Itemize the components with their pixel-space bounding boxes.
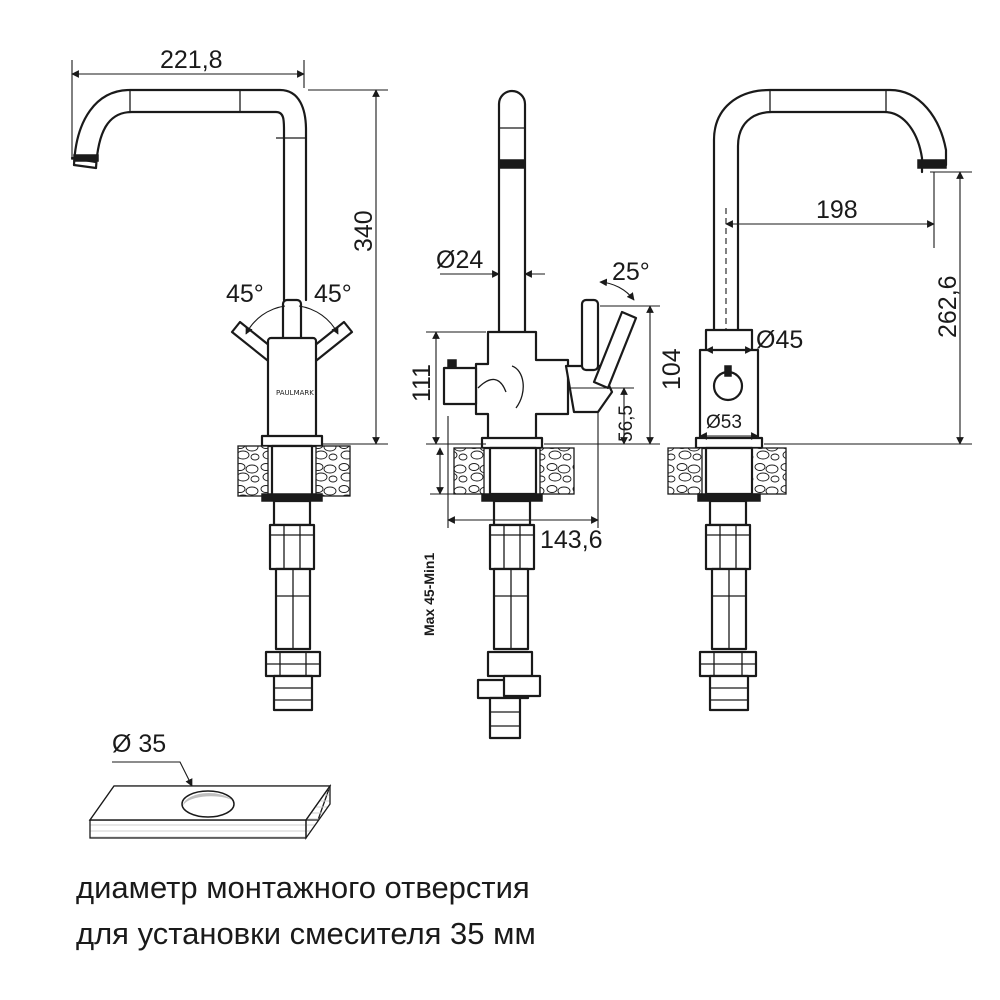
dim-right-handle-angle: 45° <box>314 280 352 308</box>
caption-line-2: для установки смесителя 35 мм <box>76 916 536 951</box>
side-view: Ø24 25° 111 104 56,5 Max 45-Min1 143,6 <box>408 89 686 740</box>
side-handle-tilted <box>592 310 638 390</box>
side-handle-upright <box>580 298 600 372</box>
mounting-hole-illustration: Ø 35 <box>88 730 332 841</box>
front-body <box>266 336 318 440</box>
side-filter-lever <box>442 366 478 406</box>
dim-left-handle-angle: 45° <box>226 280 264 308</box>
brand-logo: PAULMARK <box>276 389 314 397</box>
dim-filter-outlet-height: 56,5 <box>616 405 637 442</box>
countertop-slab-front <box>89 819 307 839</box>
rear-spout <box>712 88 948 332</box>
dim-base-diameter-top: Ø45 <box>756 326 803 354</box>
dim-body-height: 111 <box>408 364 436 402</box>
front-view: PAULMARK 221,8 340 45° 45° <box>70 46 388 712</box>
dim-spout-diameter: Ø24 <box>436 246 483 274</box>
front-spout <box>72 88 308 302</box>
dim-total-height: 340 <box>350 210 378 252</box>
side-spout <box>497 89 527 334</box>
dim-handle-height: 104 <box>658 348 686 390</box>
rear-view: 198 262,6 Ø45 Ø53 <box>667 88 972 712</box>
side-body <box>474 330 570 442</box>
dim-spout-reach-side: 198 <box>816 196 858 224</box>
caption-line-1: диаметр монтажного отверстия <box>76 870 530 905</box>
rear-body-collar <box>704 328 754 354</box>
dim-base-diameter-bottom: Ø53 <box>706 412 742 433</box>
dim-body-depth: 143,6 <box>540 526 603 554</box>
front-mount-stud <box>272 499 312 527</box>
dim-hole-diameter: Ø 35 <box>112 730 166 758</box>
dim-handle-tilt: 25° <box>612 258 650 286</box>
dim-counter-thickness: Max 45-Min1 <box>421 553 437 636</box>
dim-spout-reach-front: 221,8 <box>160 46 223 74</box>
dim-outlet-height: 262,6 <box>934 275 962 338</box>
